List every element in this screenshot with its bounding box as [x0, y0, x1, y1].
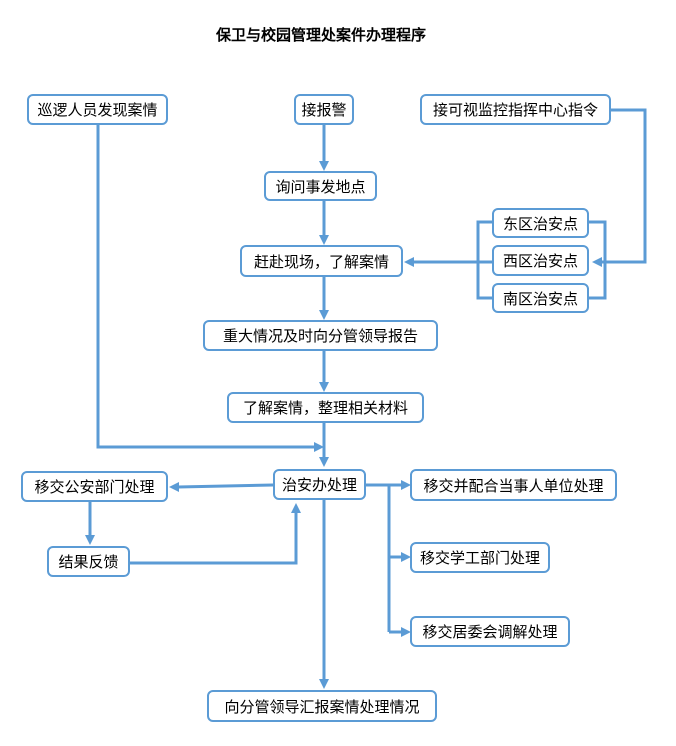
node-label: 西区治安点 — [502, 252, 578, 270]
node-final-report: 向分管领导汇报案情处理情况 — [207, 690, 437, 722]
node-student-affairs: 移交学工部门处理 — [410, 542, 550, 573]
diagram-title: 保卫与校园管理处案件办理程序 — [0, 24, 676, 45]
arrowhead — [319, 457, 329, 467]
node-inquire: 询问事发地点 — [264, 171, 377, 201]
arrowhead — [319, 235, 329, 245]
arrowhead — [319, 161, 329, 171]
node-alarm: 接报警 — [294, 94, 354, 125]
arrowhead — [404, 257, 414, 267]
node-label: 治安办处理 — [281, 476, 357, 494]
edge-feedback-to-security-office — [130, 512, 298, 565]
edge-patrol-to-security-office — [96, 124, 316, 449]
diagram-title-text: 保卫与校园管理处案件办理程序 — [215, 26, 426, 44]
node-label: 移交学工部门处理 — [419, 549, 540, 567]
node-label: 南区治安点 — [502, 289, 578, 308]
node-label: 结果反馈 — [58, 553, 119, 571]
node-label: 重大情况及时向分管领导报告 — [222, 327, 418, 345]
node-label: 了解案情，整理相关材料 — [242, 399, 408, 417]
node-south: 南区治安点 — [492, 283, 589, 313]
node-label: 接报警 — [301, 101, 347, 119]
node-organize: 了解案情，整理相关材料 — [227, 392, 424, 423]
arrowhead — [169, 482, 179, 492]
arrowhead — [314, 442, 324, 452]
edge-monitor-to-west — [600, 108, 647, 264]
arrowhead — [401, 552, 411, 562]
node-monitor: 接可视监控指挥中心指令 — [420, 94, 611, 125]
node-west: 西区治安点 — [492, 245, 589, 276]
stations-right-bracket — [589, 220, 607, 300]
node-label: 移交并配合当事人单位处理 — [423, 476, 604, 495]
node-label: 询问事发地点 — [275, 177, 366, 196]
node-report: 重大情况及时向分管领导报告 — [203, 320, 438, 351]
node-label: 向分管领导汇报案情处理情况 — [224, 697, 420, 716]
node-label: 移交居委会调解处理 — [422, 623, 558, 641]
edge-security-office-to-police — [177, 483, 274, 489]
arrowhead — [401, 480, 411, 490]
stations-left-bracket — [476, 220, 494, 300]
node-label: 接可视监控指挥中心指令 — [432, 101, 598, 119]
node-label: 东区治安点 — [502, 214, 578, 233]
node-label: 移交公安部门处理 — [34, 478, 155, 496]
node-security-office: 治安办处理 — [273, 469, 366, 500]
node-label: 赶赴现场，了解案情 — [253, 252, 389, 271]
node-feedback: 结果反馈 — [47, 546, 130, 577]
node-party-unit: 移交并配合当事人单位处理 — [410, 469, 617, 501]
arrowhead — [85, 535, 95, 545]
node-label: 巡逻人员发现案情 — [37, 101, 158, 119]
node-committee: 移交居委会调解处理 — [410, 616, 570, 647]
arrowhead — [291, 503, 301, 513]
arrowhead — [592, 257, 602, 267]
arrowhead — [319, 382, 329, 392]
arrowhead — [319, 310, 329, 320]
node-rush: 赶赴现场，了解案情 — [240, 245, 403, 277]
arrowhead — [401, 627, 411, 637]
node-patrol: 巡逻人员发现案情 — [27, 94, 168, 125]
node-police: 移交公安部门处理 — [21, 471, 168, 502]
arrowhead — [319, 679, 329, 689]
node-east: 东区治安点 — [492, 208, 589, 238]
